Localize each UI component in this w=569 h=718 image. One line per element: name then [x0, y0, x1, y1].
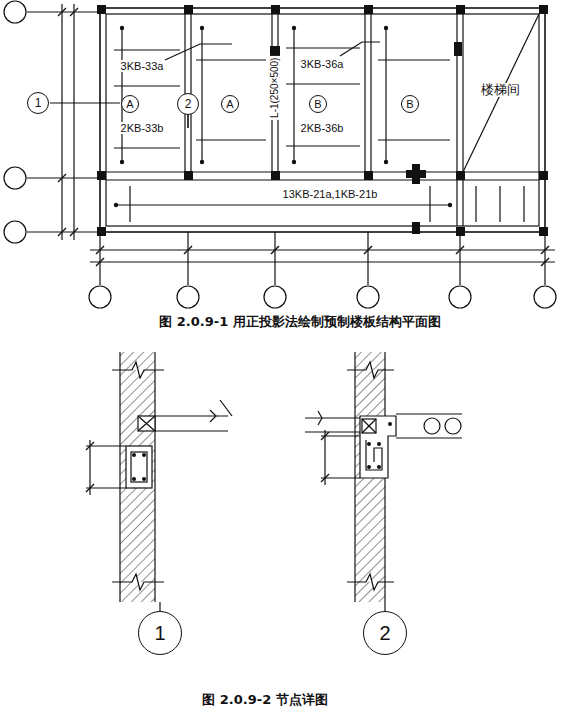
section-index-circle: 2	[177, 93, 199, 115]
detail-1	[86, 352, 232, 611]
axis-circle-label: A	[121, 95, 139, 113]
detail-index-circle: 1	[138, 611, 182, 655]
slab-code: 2KB-33b	[119, 122, 166, 135]
columns-and-dots	[97, 5, 548, 236]
circle-text: 2	[379, 623, 390, 643]
slab-code: 3KB-33a	[119, 60, 166, 73]
axis-circle-label: B	[309, 95, 327, 113]
axis-circle-label: A	[221, 95, 239, 113]
circle-text: A	[126, 99, 133, 110]
room-name: 楼梯间	[479, 83, 522, 98]
section-index-circle: 1	[27, 92, 49, 114]
circle-text: 1	[154, 623, 165, 643]
detail-2	[305, 352, 462, 611]
circle-text: B	[406, 99, 413, 110]
beam-label: L-1(250×500)	[269, 56, 281, 120]
detail-index-circle: 2	[363, 611, 407, 655]
figure-caption: 图 2.0.9-1 用正投影法绘制预制楼板结构平面图	[157, 315, 443, 330]
slab-code: 13KB-21a,1KB-21b	[281, 188, 380, 201]
figure-caption: 图 2.0.9-2 节点详图	[200, 693, 330, 708]
slab-code: 3KB-36a	[299, 58, 346, 71]
slab-code: 2KB-36b	[299, 122, 346, 135]
circle-text: 1	[35, 97, 42, 109]
floor-plan	[4, 1, 556, 308]
axis-circle-label: B	[401, 95, 419, 113]
circle-text: B	[314, 99, 321, 110]
circle-text: 2	[185, 98, 192, 110]
circle-text: A	[226, 99, 233, 110]
